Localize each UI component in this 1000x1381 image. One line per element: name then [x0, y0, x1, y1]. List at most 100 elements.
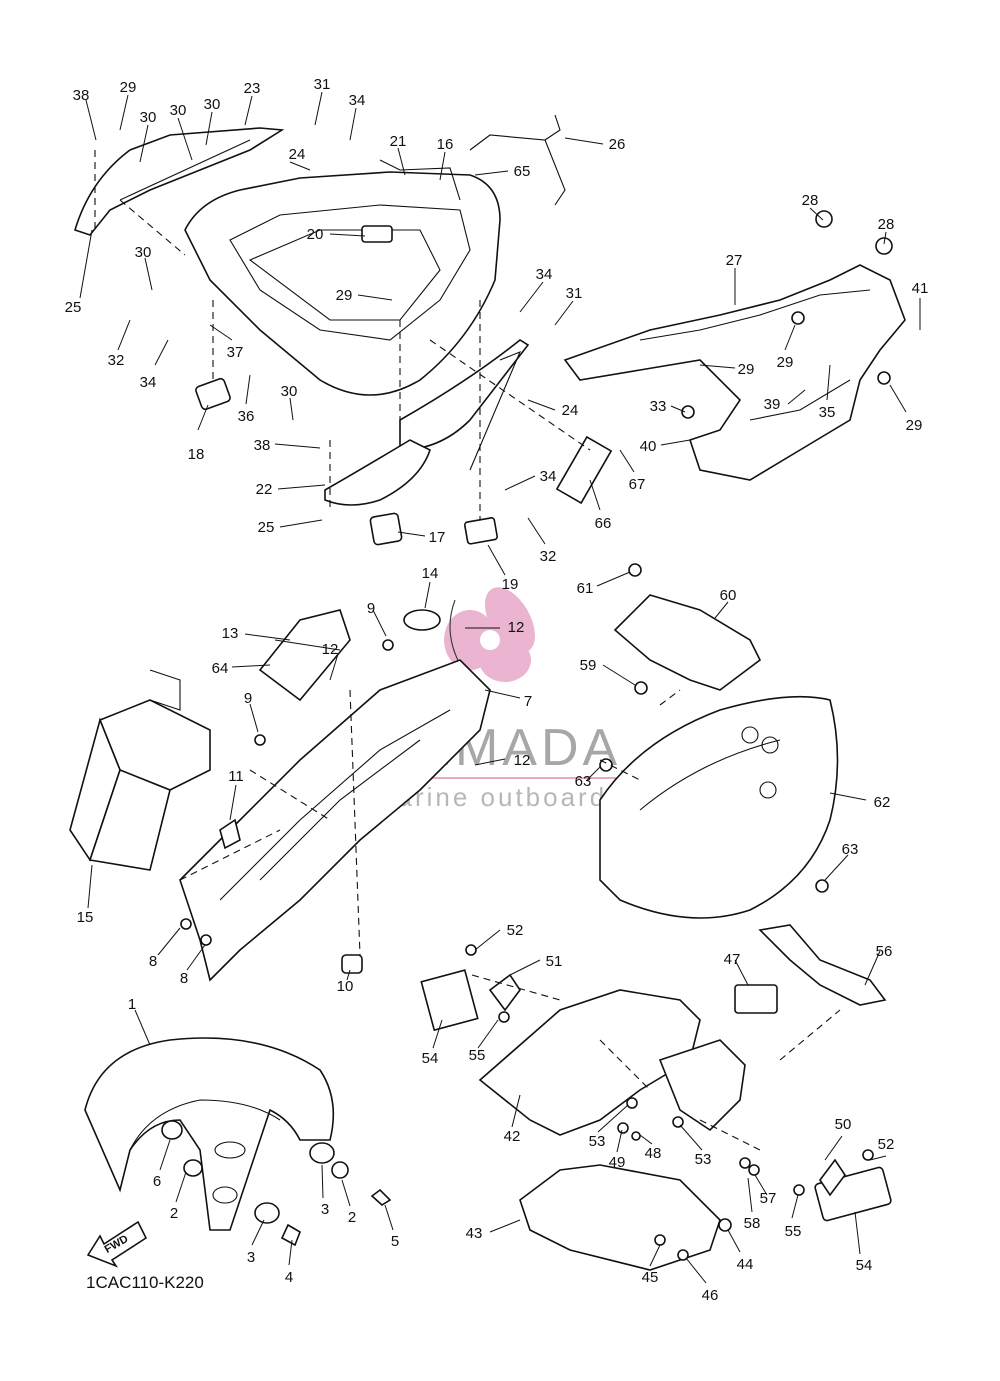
callout-47: 47 [724, 951, 741, 968]
callout-31: 31 [566, 285, 583, 302]
callout-28: 28 [878, 216, 895, 233]
callout-44: 44 [737, 1256, 754, 1273]
callout-10: 10 [337, 978, 354, 995]
license-plate-assembly [420, 924, 892, 1271]
callout-8: 8 [149, 953, 157, 970]
callout-7: 7 [524, 693, 532, 710]
callout-48: 48 [645, 1145, 662, 1162]
callout-66: 66 [595, 515, 612, 532]
callout-8: 8 [180, 970, 188, 987]
leader-lines [79, 91, 921, 1284]
callout-30: 30 [135, 244, 152, 261]
callout-46: 46 [702, 1287, 719, 1304]
callout-57: 57 [760, 1190, 777, 1207]
callout-37: 37 [227, 344, 244, 361]
callout-58: 58 [744, 1215, 761, 1232]
diagram-code: 1CAC110-K220 [86, 1273, 204, 1292]
callout-45: 45 [642, 1269, 659, 1286]
callout-59: 59 [580, 657, 597, 674]
callout-30: 30 [281, 383, 298, 400]
callout-29: 29 [777, 354, 794, 371]
callout-25: 25 [258, 519, 275, 536]
callout-28: 28 [802, 192, 819, 209]
callout-29: 29 [336, 287, 353, 304]
callout-29: 29 [738, 361, 755, 378]
callout-63: 63 [575, 773, 592, 790]
rear-fender-assembly [599, 563, 839, 919]
callout-34: 34 [140, 374, 157, 391]
callout-51: 51 [546, 953, 563, 970]
callout-38: 38 [73, 87, 90, 104]
callout-65: 65 [514, 163, 531, 180]
callout-55: 55 [469, 1047, 486, 1064]
rear-undertray-assembly [69, 609, 491, 982]
callout-62: 62 [874, 794, 891, 811]
callout-32: 32 [540, 548, 557, 565]
callout-16: 16 [437, 136, 454, 153]
callout-31: 31 [314, 76, 331, 93]
callout-29: 29 [906, 417, 923, 434]
callout-19: 19 [502, 576, 519, 593]
callout-9: 9 [367, 600, 375, 617]
callout-52: 52 [507, 922, 524, 939]
callout-53: 53 [695, 1151, 712, 1168]
callout-12: 12 [508, 619, 525, 636]
callout-42: 42 [504, 1128, 521, 1145]
callout-34: 34 [536, 266, 553, 283]
callout-1: 1 [128, 996, 136, 1013]
callout-53: 53 [589, 1133, 606, 1150]
callout-11: 11 [228, 768, 244, 785]
front-fender-assembly: FWD [84, 1037, 392, 1268]
callout-32: 32 [108, 352, 125, 369]
callout-61: 61 [577, 580, 594, 597]
callout-34: 34 [349, 92, 366, 109]
seat-bracket-assembly [563, 210, 906, 481]
callout-41: 41 [912, 280, 929, 297]
callout-43: 43 [466, 1225, 483, 1242]
callout-38: 38 [254, 437, 271, 454]
callout-24: 24 [562, 402, 579, 419]
callout-3: 3 [321, 1201, 329, 1218]
callout-54: 54 [856, 1257, 873, 1274]
callout-12: 12 [322, 641, 339, 658]
callout-25: 25 [65, 299, 82, 316]
callout-18: 18 [188, 446, 205, 463]
callout-29: 29 [120, 79, 137, 96]
callout-35: 35 [819, 404, 836, 421]
callout-14: 14 [422, 565, 439, 582]
callout-67: 67 [629, 476, 646, 493]
seat-cowl-assembly [74, 114, 613, 546]
callout-26: 26 [609, 136, 626, 153]
callout-27: 27 [726, 252, 743, 269]
callout-30: 30 [170, 102, 187, 119]
callout-15: 15 [77, 909, 94, 926]
callout-21: 21 [390, 133, 407, 150]
callout-30: 30 [140, 109, 157, 126]
callout-56: 56 [876, 943, 893, 960]
callout-2: 2 [348, 1209, 356, 1226]
callout-54: 54 [422, 1050, 439, 1067]
callout-64: 64 [212, 660, 229, 677]
callout-40: 40 [640, 438, 657, 455]
callout-30: 30 [204, 96, 221, 113]
callout-34: 34 [540, 468, 557, 485]
callout-60: 60 [720, 587, 737, 604]
callout-50: 50 [835, 1116, 852, 1133]
callout-labels: 38 29 30 30 30 23 31 34 21 16 24 65 26 2… [65, 76, 929, 1304]
callout-20: 20 [307, 226, 324, 243]
callout-39: 39 [764, 396, 781, 413]
callout-52: 52 [878, 1136, 895, 1153]
callout-63: 63 [842, 841, 859, 858]
callout-9: 9 [244, 690, 252, 707]
callout-36: 36 [238, 408, 255, 425]
callout-4: 4 [285, 1269, 293, 1286]
fwd-arrow-icon: FWD [86, 1220, 148, 1268]
callout-13: 13 [222, 625, 239, 642]
callout-55: 55 [785, 1223, 802, 1240]
callout-33: 33 [650, 398, 667, 415]
callout-22: 22 [256, 481, 273, 498]
callout-3: 3 [247, 1249, 255, 1266]
callout-23: 23 [244, 80, 261, 97]
